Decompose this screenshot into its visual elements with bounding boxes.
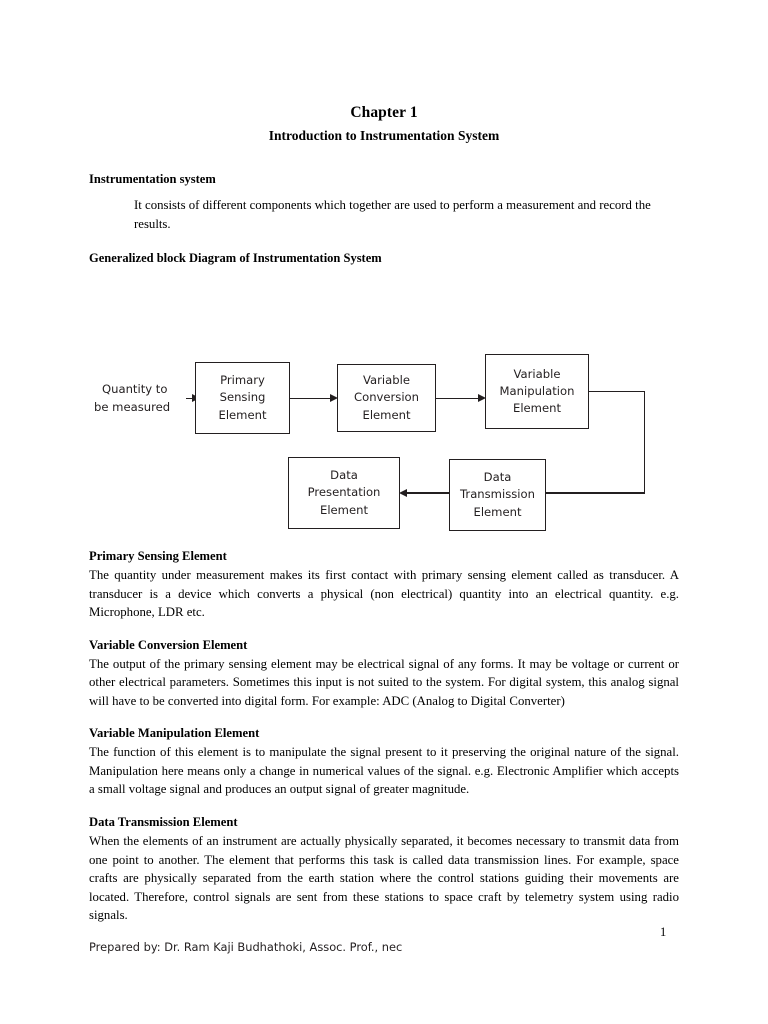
section-variable-manipulation-element: Variable Manipulation Element The functi… (89, 726, 679, 799)
diagram-arrowhead-1-2 (330, 393, 338, 402)
box4-line3: Element (473, 504, 522, 519)
box5-line2: Presentation (307, 485, 381, 500)
diagram-box-primary-sensing-element: Primary Sensing Element (195, 362, 290, 435)
box4-line1: Data (483, 470, 512, 484)
box2-line3: Element (362, 407, 411, 422)
diagram-connector-bottom-left (495, 492, 645, 494)
diagram-box-data-presentation-element: Data Presentation Element (288, 457, 400, 530)
document-content: Chapter 1 Introduction to Instrumentatio… (89, 104, 679, 941)
diagram-connector-3-right (589, 390, 645, 393)
box3-line2: Manipulation (499, 383, 575, 398)
diagram-box-data-transmission-element: Data Transmission Element (449, 459, 546, 532)
diagram-arrowhead-4-5 (399, 488, 407, 497)
box5-line3: Element (320, 502, 368, 517)
paragraph-variable-conversion-element: The output of the primary sensing elemen… (89, 656, 679, 708)
section-primary-sensing-element: Primary Sensing Element The quantity und… (89, 549, 679, 622)
diagram-box-variable-manipulation-element: Variable Manipulation Element (485, 354, 589, 430)
box1-line2: Sensing (219, 390, 266, 405)
diagram-connector-1-2 (290, 397, 336, 400)
footer-prepared-by: Prepared by: Dr. Ram Kaji Budhathoki, As… (89, 940, 403, 954)
paragraph-instrumentation-system: It consists of different components whic… (134, 198, 651, 231)
box1-line3: Element (218, 407, 267, 422)
chapter-title: Chapter 1 (350, 104, 418, 121)
paragraph-variable-manipulation-element: The function of this element is to manip… (89, 745, 679, 797)
box4-line2: Transmission (460, 487, 535, 502)
heading-instrumentation-system: Instrumentation system (89, 172, 216, 186)
diagram-connector-4-5 (401, 492, 449, 494)
diagram-connector-2-3 (436, 397, 484, 400)
heading-primary-sensing-element: Primary Sensing Element (89, 549, 227, 564)
box2-line2: Conversion (354, 390, 419, 405)
page-number: 1 (660, 925, 667, 939)
diagram-connector-right-down (643, 390, 646, 494)
diagram-input-label-line2: be measured (94, 400, 171, 415)
box3-line1: Variable (513, 366, 561, 381)
section-data-transmission-element: Data Transmission Element When the eleme… (89, 815, 679, 925)
box1-line1: Primary (220, 373, 265, 387)
paragraph-data-transmission-element: When the elements of an instrument are a… (89, 834, 679, 923)
box2-line1: Variable (363, 373, 410, 387)
heading-data-transmission-element: Data Transmission Element (89, 815, 238, 830)
heading-block-diagram: Generalized block Diagram of Instrumenta… (89, 251, 382, 266)
box3-line3: Element (513, 401, 561, 416)
box5-line1: Data (330, 468, 358, 482)
heading-variable-conversion-element: Variable Conversion Element (89, 637, 248, 652)
instrumentation-block-diagram: Quantity to be measured Primary Sensing … (89, 276, 679, 532)
diagram-input-label-line1: Quantity to (102, 382, 168, 397)
paragraph-primary-sensing-element: The quantity under measurement makes its… (89, 568, 679, 620)
section-variable-conversion-element: Variable Conversion Element The output o… (89, 638, 679, 711)
diagram-box-variable-conversion-element: Variable Conversion Element (337, 364, 436, 433)
heading-variable-manipulation-element: Variable Manipulation Element (89, 726, 260, 741)
chapter-subtitle: Introduction to Instrumentation System (268, 128, 500, 143)
diagram-arrowhead-2-3 (478, 393, 486, 402)
